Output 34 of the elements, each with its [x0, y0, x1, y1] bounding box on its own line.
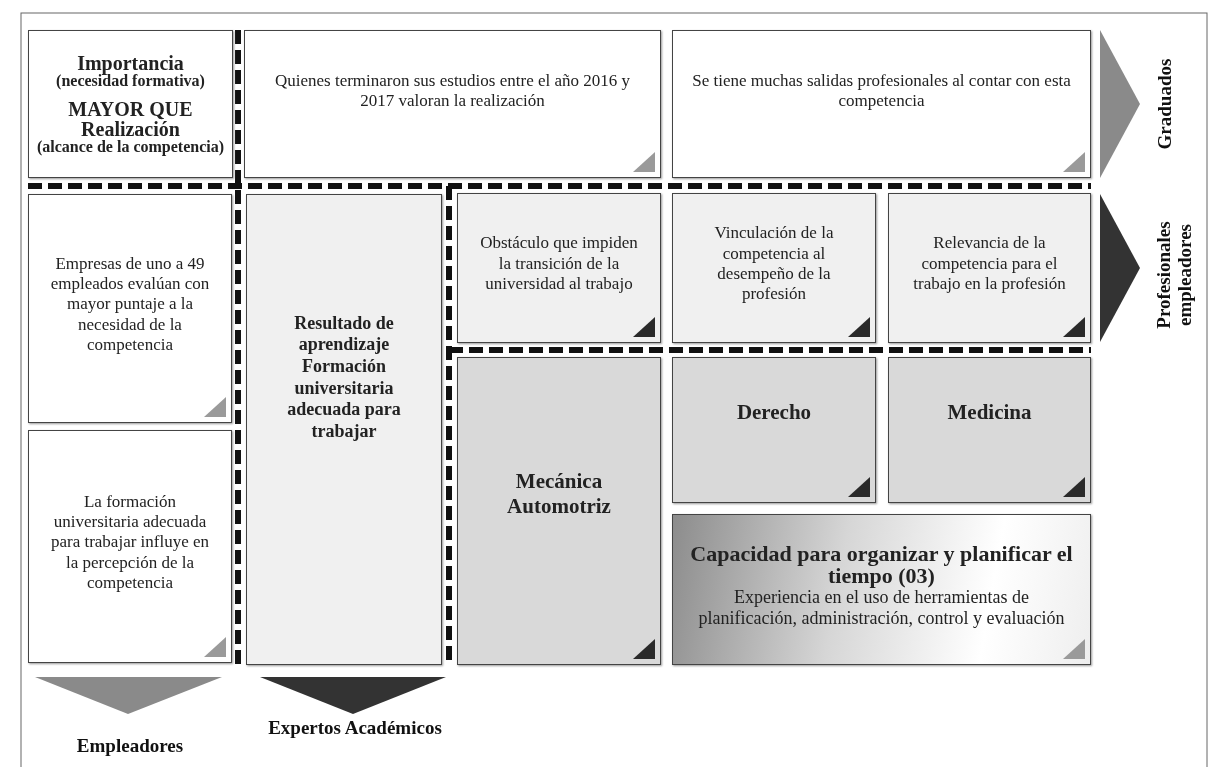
body-text: La formación universitaria adecuada para trabajar influye en la percepción de la competencia: [49, 491, 211, 594]
heading-text: Medicina: [947, 400, 1032, 426]
body-text: Vinculación de la competencia al desempeño de la profesión: [713, 223, 835, 305]
axis-label: Profesionales empleadores: [1153, 220, 1196, 331]
subheading-text: (necesidad formativa): [56, 73, 205, 89]
text-box: [672, 193, 876, 343]
body-text: Empresas de uno a 49 empleados evalúan con mayor puntaje a la necesidad de la competencia: [49, 253, 211, 356]
text-box: [246, 194, 442, 665]
body-text: Obstáculo que impiden la transición de la universidad al trabajo: [479, 233, 639, 295]
heading-text: Mecánica Automotriz: [506, 468, 612, 520]
heading-text: Derecho: [736, 400, 812, 426]
body-text: Quienes terminaron sus estudios entre el año 2016 y 2017 valoran la realización: [273, 71, 631, 112]
body-text: Relevancia de la competencia para el trabajo en la profesión: [912, 233, 1067, 295]
axis-label: Empleadores: [75, 736, 185, 757]
subheading-text: (alcance de la competencia): [36, 139, 225, 155]
text-box: [672, 30, 1091, 178]
text-box: [28, 30, 233, 178]
text-box: [457, 193, 661, 343]
heading-text: Resultado de aprendizaje: [293, 312, 395, 356]
category-box: [888, 357, 1091, 503]
axis-label: Graduados: [1152, 57, 1176, 152]
axis-label: Expertos Académicos: [267, 718, 443, 739]
category-box: [672, 357, 876, 503]
text-box: [244, 30, 661, 178]
text-box: [28, 430, 232, 663]
heading-text: Importancia: [77, 53, 184, 73]
text-box: [28, 194, 232, 423]
heading-text: MAYOR QUE Realización: [67, 99, 194, 139]
body-text: Se tiene muchas salidas profesionales al contar con esta competencia: [691, 71, 1072, 112]
heading-text: Formación universitaria adecuada para trabajar: [286, 355, 402, 443]
text-box: [888, 193, 1091, 343]
heading-text: Capacidad para organizar y planificar el tiempo (03): [689, 542, 1074, 587]
category-box: [457, 357, 661, 665]
competency-box: [672, 514, 1091, 665]
